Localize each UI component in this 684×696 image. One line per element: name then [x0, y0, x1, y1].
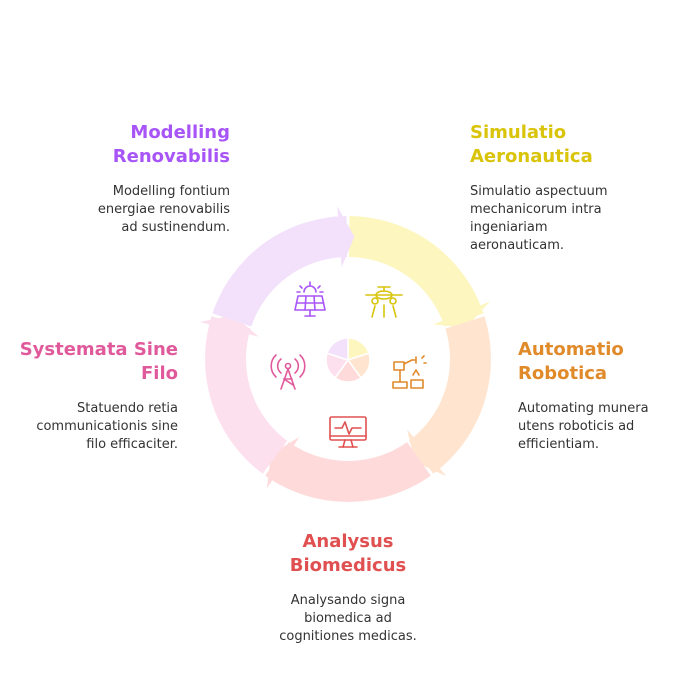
- ring: [199, 206, 491, 503]
- desc-automatio-line3: efficientiam.: [518, 437, 600, 452]
- title-analysus-line2: Biomedicus: [289, 555, 407, 576]
- title-simulatio-line1: Simulatio: [470, 122, 567, 143]
- title-modelling-line1: Modelling: [130, 122, 230, 143]
- title-automatio-line1: Automatio: [518, 339, 624, 360]
- desc-systemata-line1: Statuendo retia: [77, 401, 178, 416]
- title-automatio-line2: Robotica: [518, 363, 608, 384]
- ring-segment-automatio: [408, 316, 491, 474]
- monitor-heartbeat-icon: [329, 416, 367, 448]
- title-simulatio-line2: Aeronautica: [470, 146, 593, 167]
- desc-modelling: Modelling fontium energiae renovabilis a…: [0, 183, 230, 237]
- airplane-icon: [365, 286, 403, 318]
- ring-arrow-analysus: [266, 437, 300, 489]
- title-systemata-line2: Filo: [140, 363, 178, 384]
- label-analysus: Analysus Biomedicus Analysando signa bio…: [243, 530, 453, 646]
- desc-modelling-line2: energiae renovabilis: [97, 202, 230, 217]
- desc-systemata-line2: communicationis sine: [36, 419, 178, 434]
- desc-simulatio: Simulatio aspectuum mechanicorum intra i…: [470, 183, 680, 255]
- desc-analysus-line3: cognitiones medicas.: [279, 629, 417, 644]
- desc-simulatio-line1: Simulatio aspectuum: [470, 184, 608, 199]
- desc-systemata: Statuendo retia communicationis sine fil…: [0, 400, 178, 454]
- title-automatio: Automatio Robotica: [518, 338, 678, 386]
- label-automatio: Automatio Robotica Automating munera ute…: [518, 338, 678, 454]
- ring-segment-simulatio: [349, 216, 484, 327]
- desc-analysus: Analysando signa biomedica ad cognitione…: [243, 592, 453, 646]
- title-analysus: Analysus Biomedicus: [243, 530, 453, 578]
- ring-arrow-systemata: [199, 315, 259, 337]
- desc-automatio: Automating munera utens roboticis ad eff…: [518, 400, 678, 454]
- desc-analysus-line1: Analysando signa: [290, 593, 406, 608]
- radio-tower-icon: [270, 354, 306, 390]
- ring-segment-analysus: [265, 442, 431, 503]
- title-simulatio: Simulatio Aeronautica: [470, 121, 680, 169]
- desc-automatio-line2: utens roboticis ad: [518, 419, 635, 434]
- label-systemata: Systemata Sine Filo Statuendo retia comm…: [0, 338, 178, 454]
- desc-simulatio-line3: ingeniariam: [470, 220, 548, 235]
- ring-arrow-modelling: [337, 206, 355, 268]
- ring-segment-modelling: [212, 216, 347, 327]
- ring-arrow-automatio: [407, 429, 447, 477]
- desc-simulatio-line2: mechanicorum intra: [470, 202, 602, 217]
- title-systemata: Systemata Sine Filo: [0, 338, 178, 386]
- desc-simulatio-line4: aeronauticam.: [470, 238, 565, 253]
- title-modelling: Modelling Renovabilis: [0, 121, 230, 169]
- ring-arrow-simulatio: [433, 301, 490, 328]
- pie-slice-modelling: [326, 337, 349, 362]
- robot-arm-icon: [392, 355, 427, 389]
- title-systemata-line1: Systemata Sine: [19, 339, 178, 360]
- desc-systemata-line3: filo efficaciter.: [86, 437, 178, 452]
- label-simulatio: Simulatio Aeronautica Simulatio aspectuu…: [470, 121, 680, 255]
- desc-analysus-line2: biomedica ad: [304, 611, 392, 626]
- title-modelling-line2: Renovabilis: [112, 146, 230, 167]
- ring-segment-systemata: [205, 316, 288, 474]
- title-analysus-line1: Analysus: [302, 531, 394, 552]
- center-pie: [325, 337, 371, 383]
- desc-automatio-line1: Automating munera: [518, 401, 649, 416]
- label-modelling: Modelling Renovabilis Modelling fontium …: [0, 121, 230, 237]
- desc-modelling-line1: Modelling fontium: [112, 184, 230, 199]
- desc-modelling-line3: ad sustinendum.: [121, 220, 230, 235]
- solar-panel-icon: [294, 281, 326, 317]
